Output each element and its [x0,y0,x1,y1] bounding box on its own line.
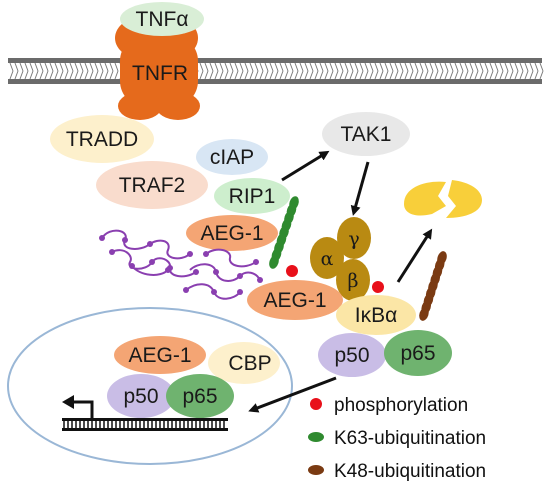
nucleus [7,307,293,465]
arrow-rip1-to-tak1 [281,150,330,182]
p50-mid-label: p50 [334,344,369,367]
phosphorylation-dot-aeg1 [286,265,298,277]
legend: phosphorylationK63-ubiquitinationK48-ubi… [308,395,486,482]
legend-label: phosphorylation [334,395,468,416]
arrow-nfkb-to-nucleus [248,376,337,413]
p65-mid-label: p65 [400,342,435,365]
nuclear-complex: CBP AEG-1 p50 p65 [107,336,280,418]
arrow-ikba-to-degradation [396,228,433,283]
tak1-label: TAK1 [341,123,392,146]
p65-nuc-label: p65 [182,385,217,408]
legend-item: K63-ubiquitination [308,428,486,449]
aeg1-nuc-label: AEG-1 [128,344,191,367]
tradd-label: TRADD [66,128,138,151]
legend-label: K48-ubiquitination [334,461,486,482]
traf2-node: TRAF2 [96,161,208,209]
traf2-label: TRAF2 [119,174,186,197]
k63-ubiquitin-chain [269,196,299,269]
legend-label: K63-ubiquitination [334,428,486,449]
tak1-node: TAK1 [322,112,410,156]
legend-swatch [308,432,324,442]
nfkb-cytoplasmic: p50 p65 [318,330,452,377]
aeg1-mid-node: AEG-1 [247,280,343,320]
ubiquitin-unit [269,255,279,269]
ikk-gamma-label: γ [348,228,359,250]
rip1-node: RIP1 [214,178,290,214]
aeg1-top-node: AEG-1 [186,215,278,251]
aeg1-top-label: AEG-1 [200,222,263,245]
ubiquitin-unit [419,307,429,321]
ikk-alpha-label: α [321,248,334,270]
er-bead-dots [99,235,263,295]
k48-ubiquitin-chain [419,251,447,321]
legend-swatch [310,398,322,410]
legend-swatch [308,465,324,475]
rip1-label: RIP1 [229,185,276,208]
legend-item: K48-ubiquitination [308,461,486,482]
tnfr-label: TNFR [132,62,188,85]
legend-item: phosphorylation [310,395,468,416]
tnfa-label: TNFα [136,8,189,31]
tnfa-ligand: TNFα [120,2,204,36]
arrow-tak1-to-ikk [350,161,370,216]
ikba-node: IκBα [336,295,416,335]
ikk-complex: α γ β [310,217,371,301]
ciap-node: cIAP [196,139,268,175]
degraded-ikba-fragments [404,180,482,218]
ikk-beta-label: β [348,270,359,292]
cell-membrane [8,58,544,84]
dna-strand [62,418,228,431]
aeg1-mid-label: AEG-1 [263,289,326,312]
transcription-start-arrow [62,395,94,418]
cbp-label: CBP [228,352,271,375]
tradd-node: TRADD [50,115,154,163]
phosphorylation-dot-ikba [372,281,384,293]
p50-nuc-label: p50 [123,385,158,408]
ikba-label: IκBα [355,304,397,327]
ciap-label: cIAP [210,146,254,169]
